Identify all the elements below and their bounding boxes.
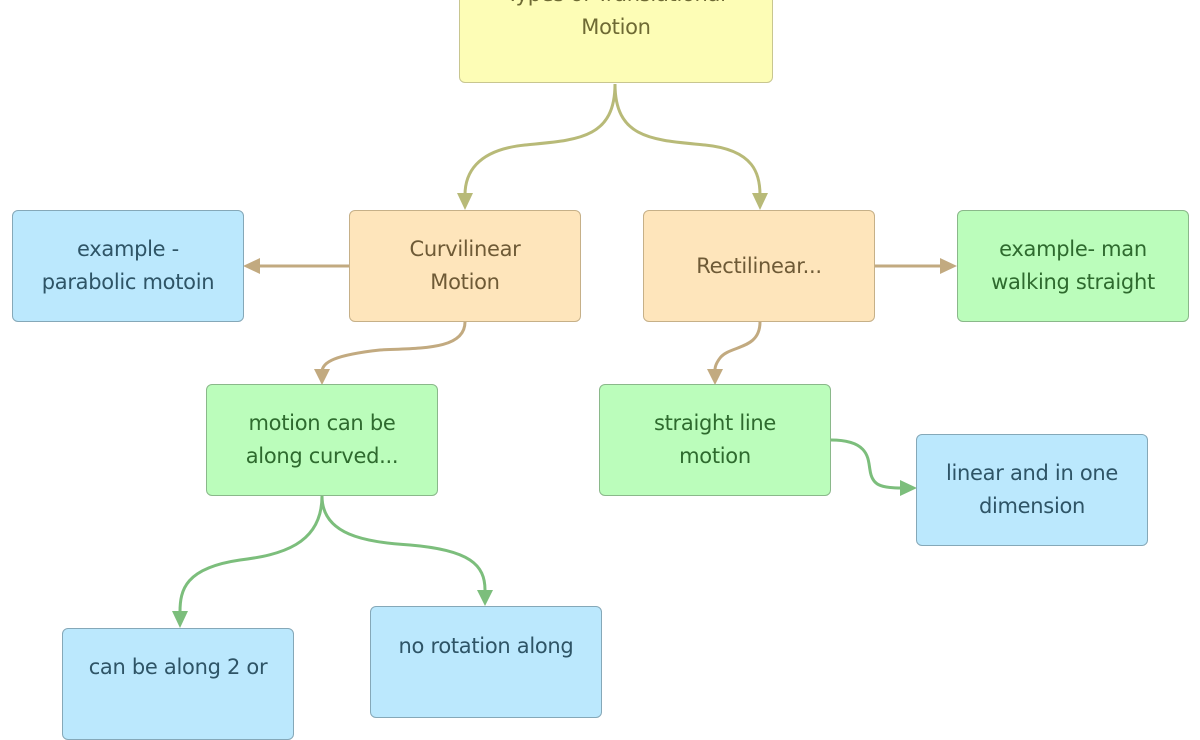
node-curved-path-line1: motion can be bbox=[248, 411, 396, 435]
node-example-parabolic-line1: example - bbox=[77, 237, 179, 261]
node-straight-line[interactable]: straight line motion bbox=[599, 384, 831, 496]
node-example-man[interactable]: example- man walking straight bbox=[957, 210, 1189, 322]
node-curvilinear-line1: Curvilinear bbox=[409, 237, 521, 261]
arrowhead-icon bbox=[940, 258, 957, 274]
node-example-parabolic[interactable]: example - parabolic motoin bbox=[12, 210, 244, 322]
node-curvilinear-line2: Motion bbox=[430, 270, 500, 294]
arrowhead-icon bbox=[314, 369, 330, 385]
node-root-line1: Types of Translational bbox=[506, 0, 726, 11]
edge-rectilinear-to-example bbox=[875, 258, 957, 274]
edges-layer bbox=[172, 83, 957, 628]
arrowhead-icon bbox=[477, 590, 493, 606]
node-root-line2: Motion bbox=[581, 15, 651, 39]
arrowhead-icon bbox=[900, 480, 917, 496]
edge-rectilinear-to-straight bbox=[707, 321, 762, 385]
node-example-parabolic-line2: parabolic motoin bbox=[41, 270, 215, 294]
node-rectilinear[interactable]: Rectilinear... bbox=[643, 210, 875, 322]
node-straight-line-line1: straight line bbox=[653, 411, 777, 435]
edge-curved-to-no-rotation bbox=[320, 495, 493, 606]
node-linear-one-dimension-line1: linear and in one bbox=[945, 461, 1119, 485]
edge-curvilinear-to-curved bbox=[314, 321, 467, 385]
node-two-or-line1: can be along 2 or bbox=[88, 655, 268, 679]
node-no-rotation[interactable]: no rotation along bbox=[370, 606, 602, 718]
node-example-man-line1: example- man bbox=[999, 237, 1147, 261]
edge-straight-to-linear bbox=[830, 438, 917, 496]
arrowhead-icon bbox=[243, 258, 260, 274]
node-example-man-line2: walking straight bbox=[991, 270, 1155, 294]
node-linear-one-dimension[interactable]: linear and in one dimension bbox=[916, 434, 1148, 546]
edge-curvilinear-to-example bbox=[243, 258, 350, 274]
edge-curved-to-two-or bbox=[172, 495, 324, 628]
node-straight-line-line2: motion bbox=[679, 444, 751, 468]
edge-root-to-rectilinear bbox=[613, 83, 768, 210]
node-curvilinear[interactable]: Curvilinear Motion bbox=[349, 210, 581, 322]
node-two-or[interactable]: can be along 2 or bbox=[62, 628, 294, 740]
arrowhead-icon bbox=[172, 611, 188, 628]
edge-root-to-curvilinear bbox=[457, 83, 617, 210]
node-linear-one-dimension-line2: dimension bbox=[978, 494, 1086, 518]
node-no-rotation-line1: no rotation along bbox=[398, 634, 574, 658]
node-curved-path-line2: along curved... bbox=[245, 444, 399, 468]
arrowhead-icon bbox=[752, 193, 768, 210]
arrowhead-icon bbox=[707, 369, 723, 385]
node-curved-path[interactable]: motion can be along curved... bbox=[206, 384, 438, 496]
node-root[interactable]: Types of Translational Motion bbox=[459, 0, 773, 83]
arrowhead-icon bbox=[457, 193, 473, 210]
node-rectilinear-line1: Rectilinear... bbox=[696, 253, 822, 278]
